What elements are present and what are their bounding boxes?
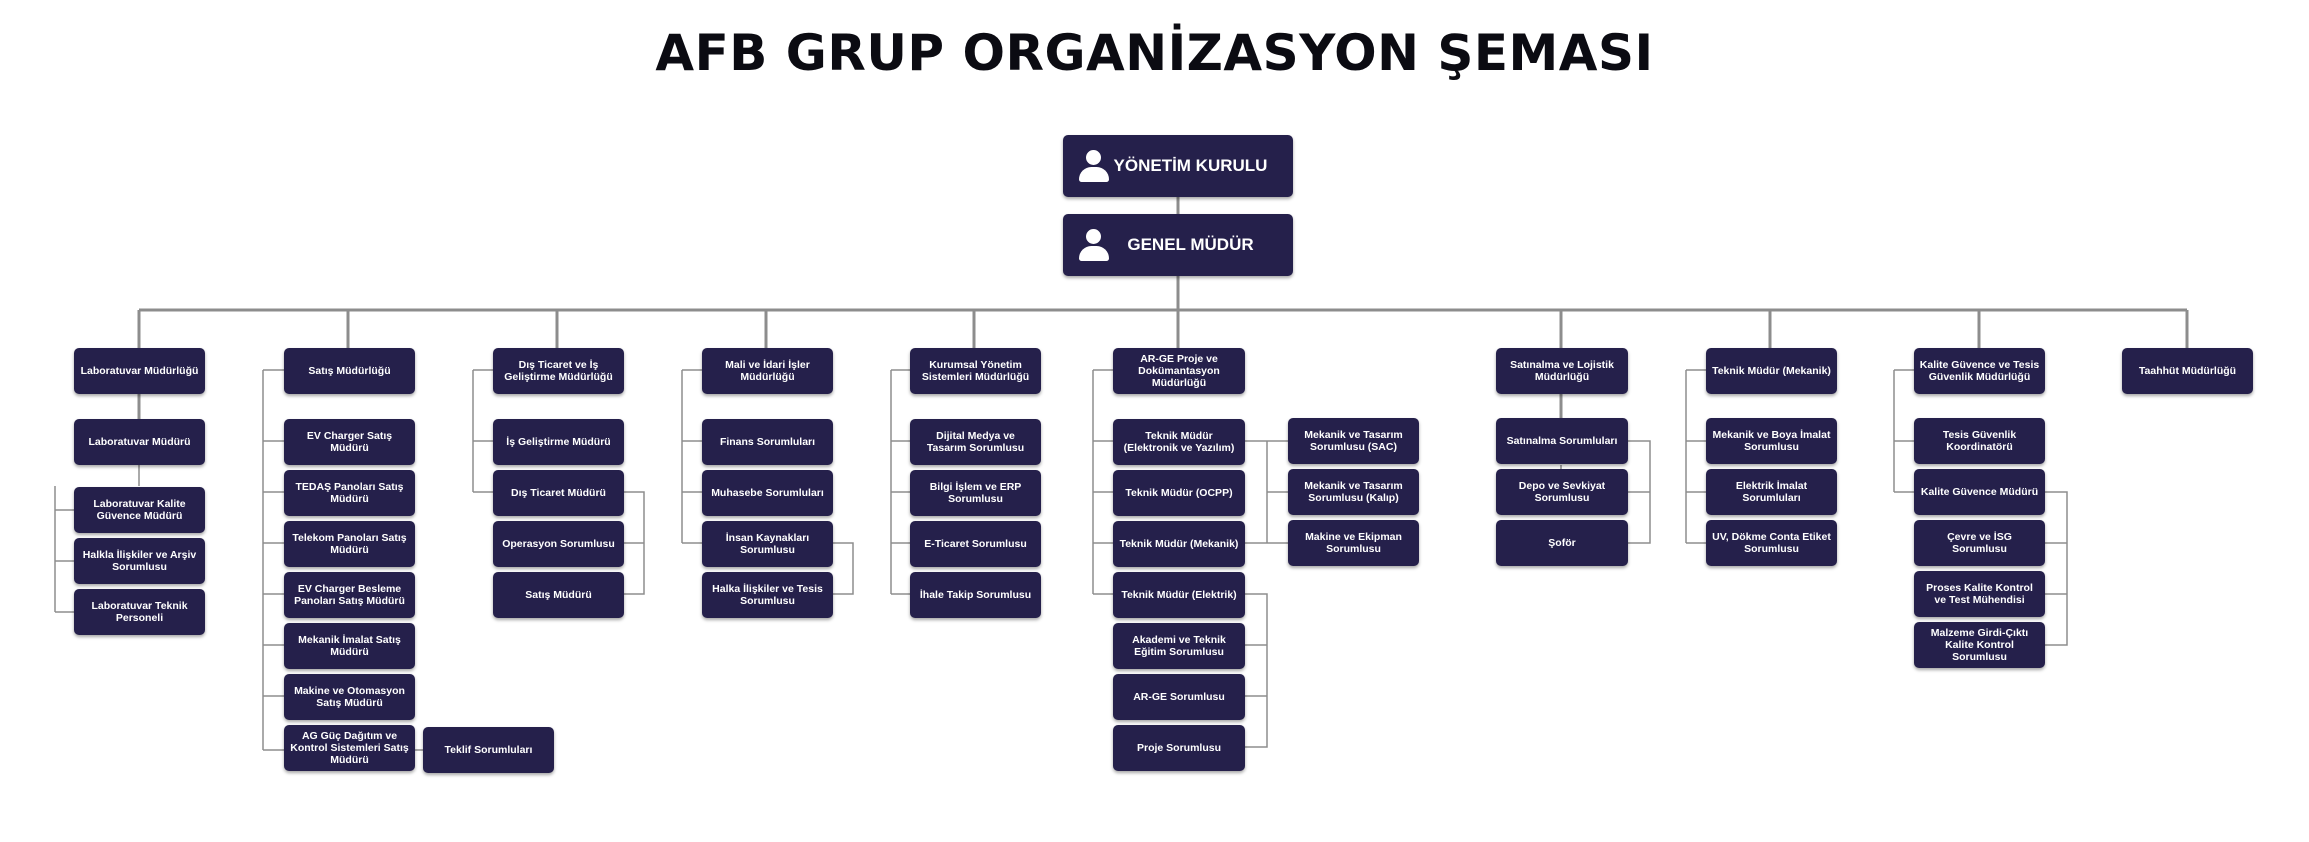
org-node: Mekanik ve Tasarım Sorumlusu (SAC)	[1288, 418, 1419, 464]
org-node: İnsan Kaynakları Sorumlusu	[702, 521, 833, 567]
dept-taahhut: Taahhüt Müdürlüğü	[2122, 348, 2253, 394]
org-node: TEDAŞ Panoları Satış Müdürü	[284, 470, 415, 516]
org-node: Mekanik ve Tasarım Sorumlusu (Kalıp)	[1288, 469, 1419, 515]
org-node: Teknik Müdür (Mekanik)	[1113, 521, 1245, 567]
org-node: Teknik Müdür (OCPP)	[1113, 470, 1245, 516]
org-node: İhale Takip Sorumlusu	[910, 572, 1041, 618]
dept-kalite: Kalite Güvence ve Tesis Güvenlik Müdürlü…	[1914, 348, 2045, 394]
org-node: Şoför	[1496, 520, 1628, 566]
org-node: Malzeme Girdi-Çıktı Kalite Kontrol Sorum…	[1914, 622, 2045, 668]
org-node: Dış Ticaret Müdürü	[493, 470, 624, 516]
org-node: Finans Sorumluları	[702, 419, 833, 465]
page-title: AFB GRUP ORGANİZASYON ŞEMASI	[655, 24, 1654, 82]
org-node: Teklif Sorumluları	[423, 727, 554, 773]
org-node: Operasyon Sorumlusu	[493, 521, 624, 567]
org-node: İş Geliştirme Müdürü	[493, 419, 624, 465]
org-node: Tesis Güvenlik Koordinatörü	[1914, 418, 2045, 464]
dept-teknik-mekanik: Teknik Müdür (Mekanik)	[1706, 348, 1837, 394]
dept-mali-idari: Mali ve İdari İşler Müdürlüğü	[702, 348, 833, 394]
dept-satinalma: Satınalma ve Lojistik Müdürlüğü	[1496, 348, 1628, 394]
board-node: YÖNETİM KURULU	[1063, 135, 1293, 197]
org-node: Proje Sorumlusu	[1113, 725, 1245, 771]
org-node: Laboratuvar Müdürü	[74, 419, 205, 465]
org-node: Laboratuvar Kalite Güvence Müdürü	[74, 487, 205, 533]
org-node: Proses Kalite Kontrol ve Test Mühendisi	[1914, 571, 2045, 617]
dept-laboratuvar: Laboratuvar Müdürlüğü	[74, 348, 205, 394]
org-node: EV Charger Satış Müdürü	[284, 419, 415, 465]
org-node: Dijital Medya ve Tasarım Sorumlusu	[910, 419, 1041, 465]
org-node: Çevre ve İSG Sorumlusu	[1914, 520, 2045, 566]
org-node: Satış Müdürü	[493, 572, 624, 618]
org-node: Teknik Müdür (Elektronik ve Yazılım)	[1113, 419, 1245, 465]
org-node: AR-GE Sorumlusu	[1113, 674, 1245, 720]
person-icon	[1079, 228, 1109, 262]
org-node: UV, Dökme Conta Etiket Sorumlusu	[1706, 520, 1837, 566]
org-node: Telekom Panoları Satış Müdürü	[284, 521, 415, 567]
org-node: Makine ve Otomasyon Satış Müdürü	[284, 674, 415, 720]
general-manager-label: GENEL MÜDÜR	[1127, 235, 1254, 255]
org-node: Muhasebe Sorumluları	[702, 470, 833, 516]
org-node: Makine ve Ekipman Sorumlusu	[1288, 520, 1419, 566]
general-manager-node: GENEL MÜDÜR	[1063, 214, 1293, 276]
org-node: AG Güç Dağıtım ve Kontrol Sistemleri Sat…	[284, 725, 415, 771]
org-node: Kalite Güvence Müdürü	[1914, 469, 2045, 515]
org-node: Teknik Müdür (Elektrik)	[1113, 572, 1245, 618]
org-node: Halka İlişkiler ve Tesis Sorumlusu	[702, 572, 833, 618]
org-node: Satınalma Sorumluları	[1496, 418, 1628, 464]
person-icon	[1079, 149, 1109, 183]
org-node: Halkla İlişkiler ve Arşiv Sorumlusu	[74, 538, 205, 584]
org-node: Laboratuvar Teknik Personeli	[74, 589, 205, 635]
org-node: Elektrik İmalat Sorumluları	[1706, 469, 1837, 515]
dept-kurumsal: Kurumsal Yönetim Sistemleri Müdürlüğü	[910, 348, 1041, 394]
org-node: Mekanik ve Boya İmalat Sorumlusu	[1706, 418, 1837, 464]
org-node: E-Ticaret Sorumlusu	[910, 521, 1041, 567]
dept-dis-ticaret: Dış Ticaret ve İş Geliştirme Müdürlüğü	[493, 348, 624, 394]
org-node: Bilgi İşlem ve ERP Sorumlusu	[910, 470, 1041, 516]
dept-arge: AR-GE Proje ve Dokümantasyon Müdürlüğü	[1113, 348, 1245, 394]
org-node: Depo ve Sevkiyat Sorumlusu	[1496, 469, 1628, 515]
board-label: YÖNETİM KURULU	[1113, 156, 1268, 176]
dept-satis: Satış Müdürlüğü	[284, 348, 415, 394]
org-node: Mekanik İmalat Satış Müdürü	[284, 623, 415, 669]
org-node: Akademi ve Teknik Eğitim Sorumlusu	[1113, 623, 1245, 669]
org-node: EV Charger Besleme Panoları Satış Müdürü	[284, 572, 415, 618]
